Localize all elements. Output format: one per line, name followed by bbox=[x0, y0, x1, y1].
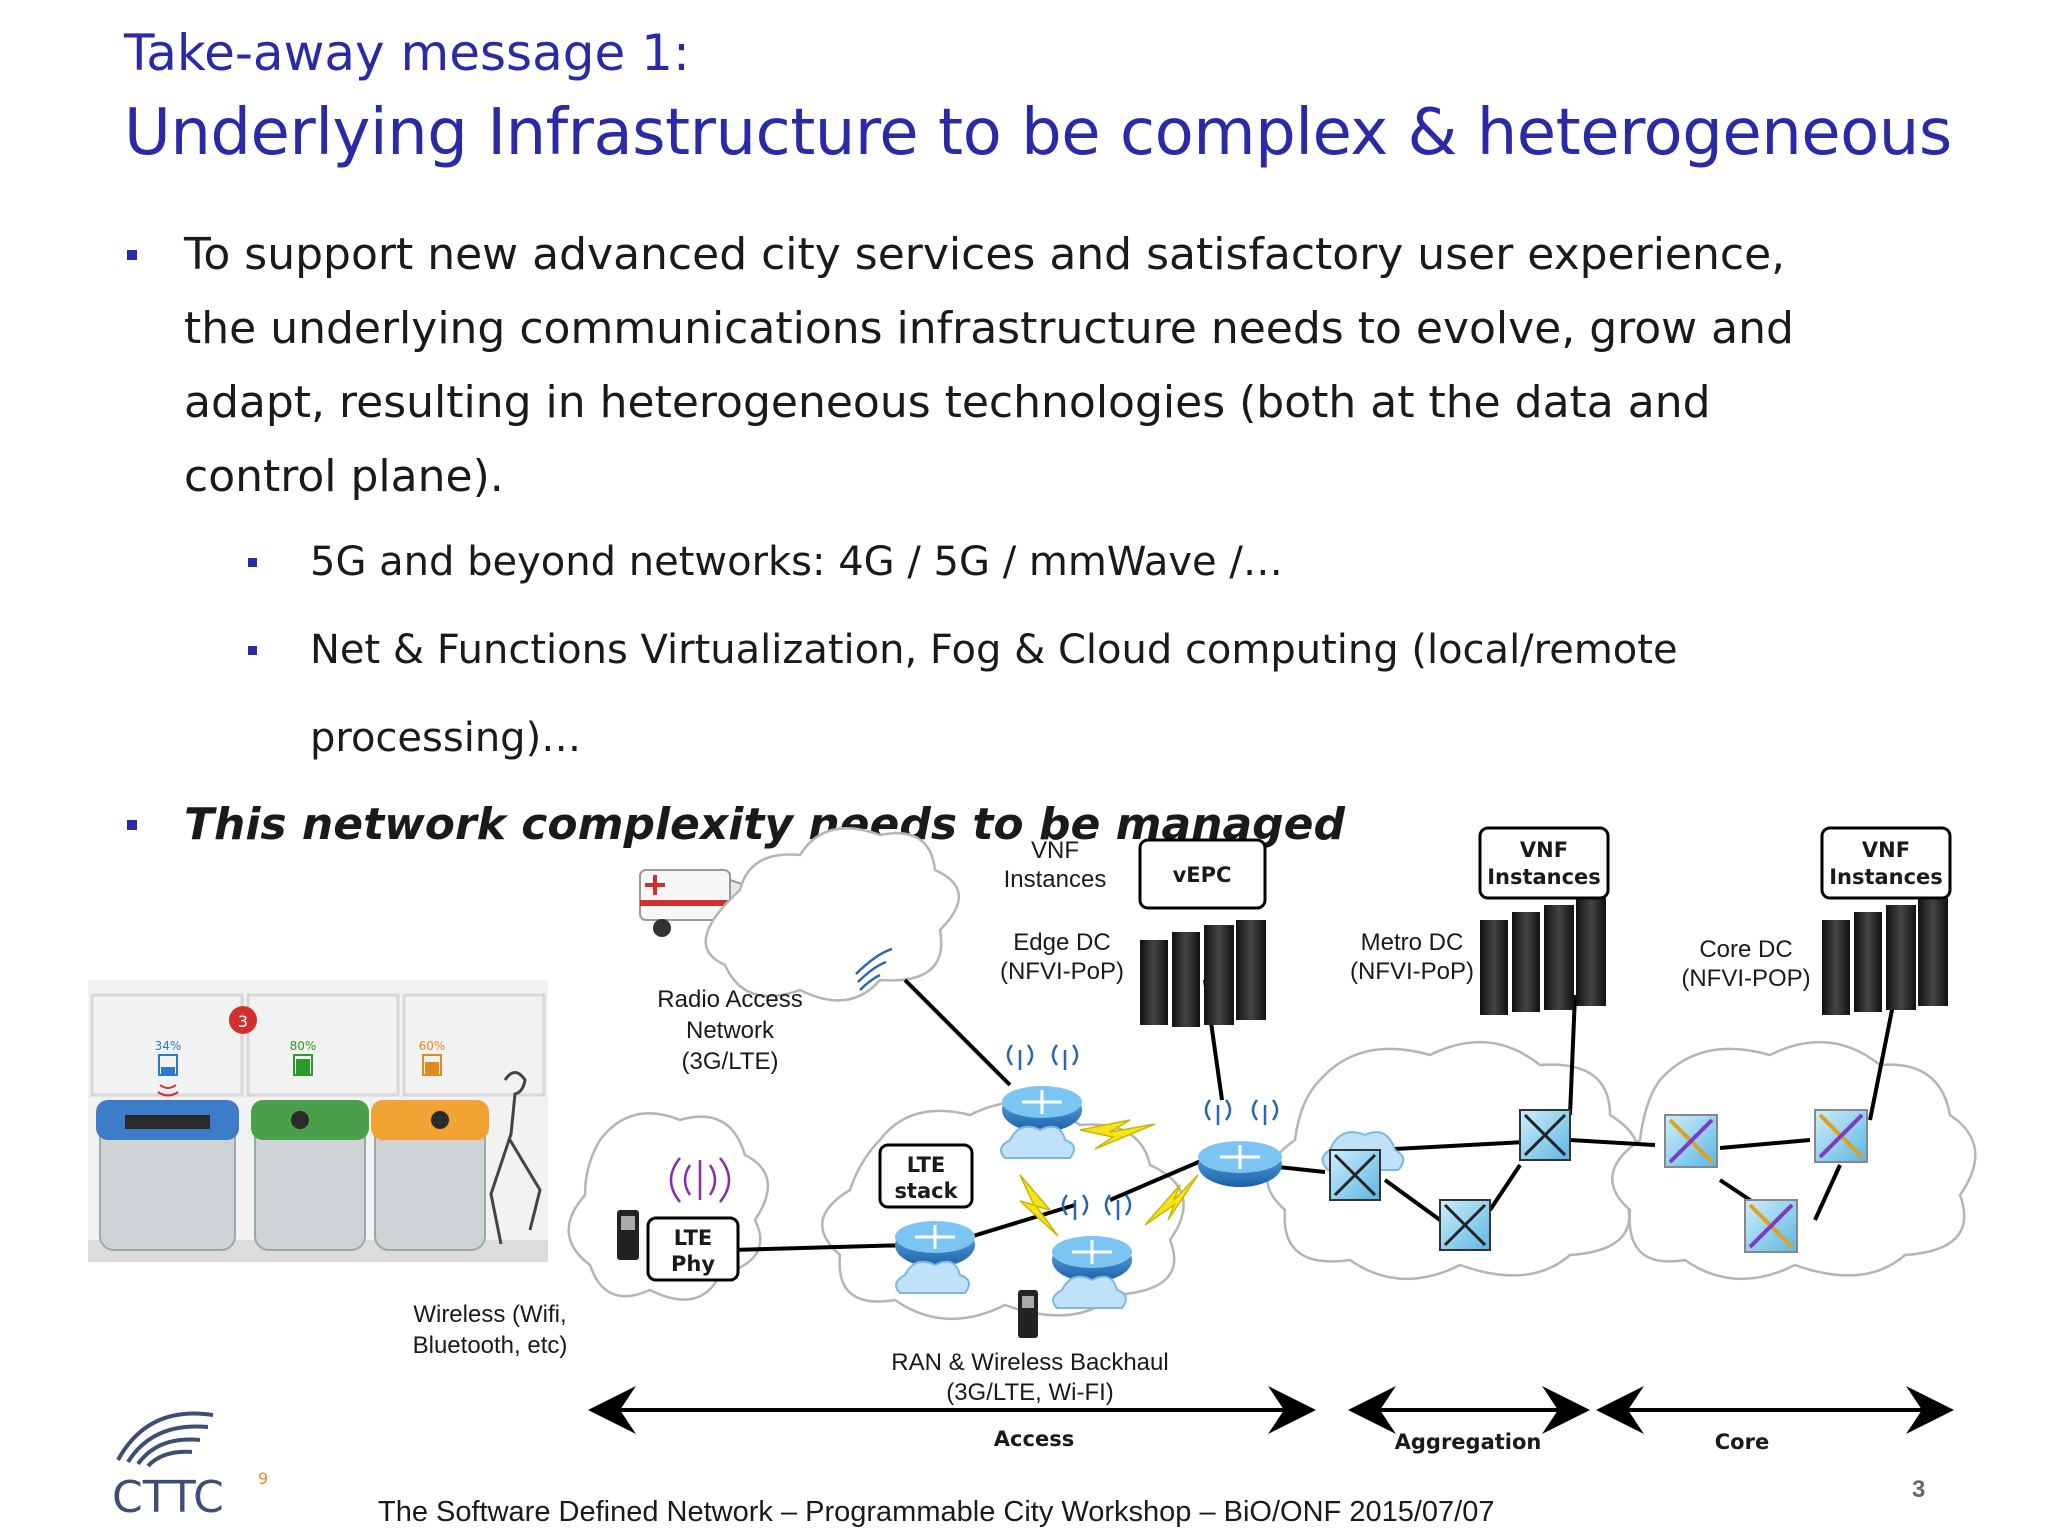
backhaul-label: (3G/LTE, Wi-FI) bbox=[946, 1379, 1114, 1406]
slide-title: Underlying Infrastructure to be complex … bbox=[124, 96, 1952, 170]
antenna-icon bbox=[1061, 1194, 1089, 1220]
core-dc-label: (NFVI-POP) bbox=[1681, 965, 1810, 992]
switch-cube-icon bbox=[1744, 1199, 1798, 1253]
ran-label: (3G/LTE) bbox=[682, 1048, 779, 1075]
vnf-metro-label: VNF bbox=[1520, 838, 1568, 862]
phone-icon bbox=[617, 1210, 639, 1260]
lightning-icon bbox=[1144, 1174, 1199, 1226]
bullet-list: To support new advanced city services an… bbox=[124, 218, 1924, 862]
edge-dc-label: Edge DC bbox=[1013, 929, 1110, 956]
bullet-main-text: To support new advanced city services an… bbox=[184, 229, 1794, 502]
ran-label: Radio Access bbox=[657, 986, 802, 1013]
edge-dc-label: (NFVI-PoP) bbox=[1000, 958, 1124, 985]
aggregation-label: Aggregation bbox=[1395, 1430, 1542, 1454]
vepc-label: vEPC bbox=[1173, 863, 1232, 887]
antenna-icon bbox=[1104, 1194, 1132, 1220]
router-icon bbox=[1052, 1236, 1132, 1282]
cttc-logo: CTTC 9 bbox=[112, 1411, 268, 1520]
radio-wave-icon bbox=[669, 1157, 731, 1203]
phone-icon bbox=[1018, 1290, 1038, 1338]
sub-bullet-marker bbox=[248, 646, 257, 655]
network-links bbox=[729, 978, 1897, 1252]
alert-count: 3 bbox=[238, 1012, 248, 1031]
lightning-icon bbox=[1079, 1119, 1156, 1150]
ran-label: Network bbox=[686, 1017, 775, 1044]
fill-level-label: 60% bbox=[419, 1039, 446, 1053]
vnf-instances-label: Instances bbox=[1004, 866, 1107, 893]
lte-phy-label: Phy bbox=[671, 1252, 715, 1276]
core-dc-servers bbox=[1822, 898, 1948, 1015]
wireless-label: Wireless (Wifi, bbox=[413, 1301, 566, 1328]
bin-orange: 60% bbox=[371, 1039, 489, 1251]
bullet-main: To support new advanced city services an… bbox=[124, 218, 1864, 514]
lte-stack-label: stack bbox=[894, 1179, 958, 1203]
switch-cube-icon bbox=[1329, 1149, 1381, 1201]
edge-dc-servers bbox=[1140, 920, 1266, 1027]
vnf-metro-label: Instances bbox=[1487, 865, 1601, 889]
metro-dc-label: Metro DC bbox=[1361, 929, 1464, 956]
sub-bullet-marker bbox=[248, 558, 257, 567]
fill-level-label: 34% bbox=[155, 1039, 182, 1053]
lte-stack-label: LTE bbox=[907, 1153, 946, 1177]
switch-cube-icon bbox=[1664, 1114, 1718, 1168]
metro-dc-label: (NFVI-PoP) bbox=[1350, 958, 1474, 985]
page-number: 3 bbox=[1912, 1476, 1926, 1503]
metro-dc-servers bbox=[1480, 898, 1606, 1015]
wireless-links bbox=[1019, 1119, 1199, 1237]
antennas bbox=[669, 947, 1279, 1220]
vepc-box bbox=[1138, 838, 1267, 910]
lte-stack-box bbox=[878, 1143, 974, 1209]
core-label: Core bbox=[1715, 1430, 1769, 1454]
switch-cube-icon bbox=[1519, 1109, 1571, 1161]
switch-cube-icon bbox=[1814, 1109, 1868, 1163]
wireless-label: Bluetooth, etc) bbox=[413, 1332, 568, 1359]
sub-bullet-nfv: Net & Functions Virtualization, Fog & Cl… bbox=[124, 606, 1924, 782]
core-cloud bbox=[1611, 1040, 1977, 1280]
cloud-icon bbox=[1052, 1275, 1127, 1309]
sub-bullet-text: 5G and beyond networks: 4G / 5G / mmWave… bbox=[310, 539, 1283, 585]
footer-text: The Software Defined Network – Programma… bbox=[378, 1496, 1495, 1528]
logo-arcs-icon bbox=[116, 1411, 214, 1468]
vnf-box-metro bbox=[1478, 826, 1610, 900]
antenna-icon bbox=[1051, 1044, 1079, 1070]
logo-sup: 9 bbox=[258, 1469, 268, 1488]
router-icon bbox=[1002, 1086, 1082, 1132]
network-diagram: 3 34% 80% 60% bbox=[88, 826, 1977, 1454]
bullet-marker bbox=[127, 820, 137, 830]
lte-phy-box bbox=[646, 1216, 740, 1282]
vnf-core-label: Instances bbox=[1829, 865, 1943, 889]
antenna-icon bbox=[1204, 1099, 1232, 1125]
switch-cubes bbox=[1329, 1109, 1868, 1253]
sub-bullet-text: Net & Functions Virtualization, Fog & Cl… bbox=[310, 627, 1678, 761]
core-dc-label: Core DC bbox=[1699, 936, 1792, 963]
vnf-box-core bbox=[1820, 826, 1952, 900]
vnf-core-label: VNF bbox=[1862, 838, 1910, 862]
pedestrian-icon bbox=[489, 1071, 542, 1245]
cloud-icon bbox=[1000, 1125, 1075, 1159]
alert-badge bbox=[229, 1006, 257, 1034]
bin-green: 80% bbox=[251, 1039, 369, 1251]
vnf-instances-label: VNF bbox=[1031, 837, 1079, 864]
access-label: Access bbox=[994, 1427, 1074, 1451]
bin-blue: 34% bbox=[96, 1039, 239, 1251]
backhaul-label: RAN & Wireless Backhaul bbox=[891, 1349, 1168, 1376]
lte-phy-label: LTE bbox=[674, 1226, 713, 1250]
wifi-icon bbox=[855, 947, 893, 991]
router-icon bbox=[1198, 1141, 1282, 1187]
bullet-marker bbox=[127, 250, 137, 260]
antenna-icon bbox=[1006, 1044, 1034, 1070]
slide-subtitle: Take-away message 1: bbox=[124, 24, 690, 82]
sub-bullet-5g: 5G and beyond networks: 4G / 5G / mmWave… bbox=[124, 518, 1924, 606]
metro-cloud bbox=[1266, 1040, 1641, 1280]
cloud-icon bbox=[895, 1260, 970, 1294]
ran-cloud bbox=[704, 827, 960, 1002]
smart-bins-scene: 3 34% 80% 60% bbox=[88, 980, 548, 1262]
lightning-icon bbox=[1019, 1174, 1059, 1237]
router-icon bbox=[895, 1221, 975, 1267]
switch-cube-icon bbox=[1439, 1199, 1491, 1251]
logo-text: CTTC bbox=[112, 1472, 224, 1520]
fill-level-label: 80% bbox=[290, 1039, 317, 1053]
antenna-icon bbox=[1251, 1099, 1279, 1125]
